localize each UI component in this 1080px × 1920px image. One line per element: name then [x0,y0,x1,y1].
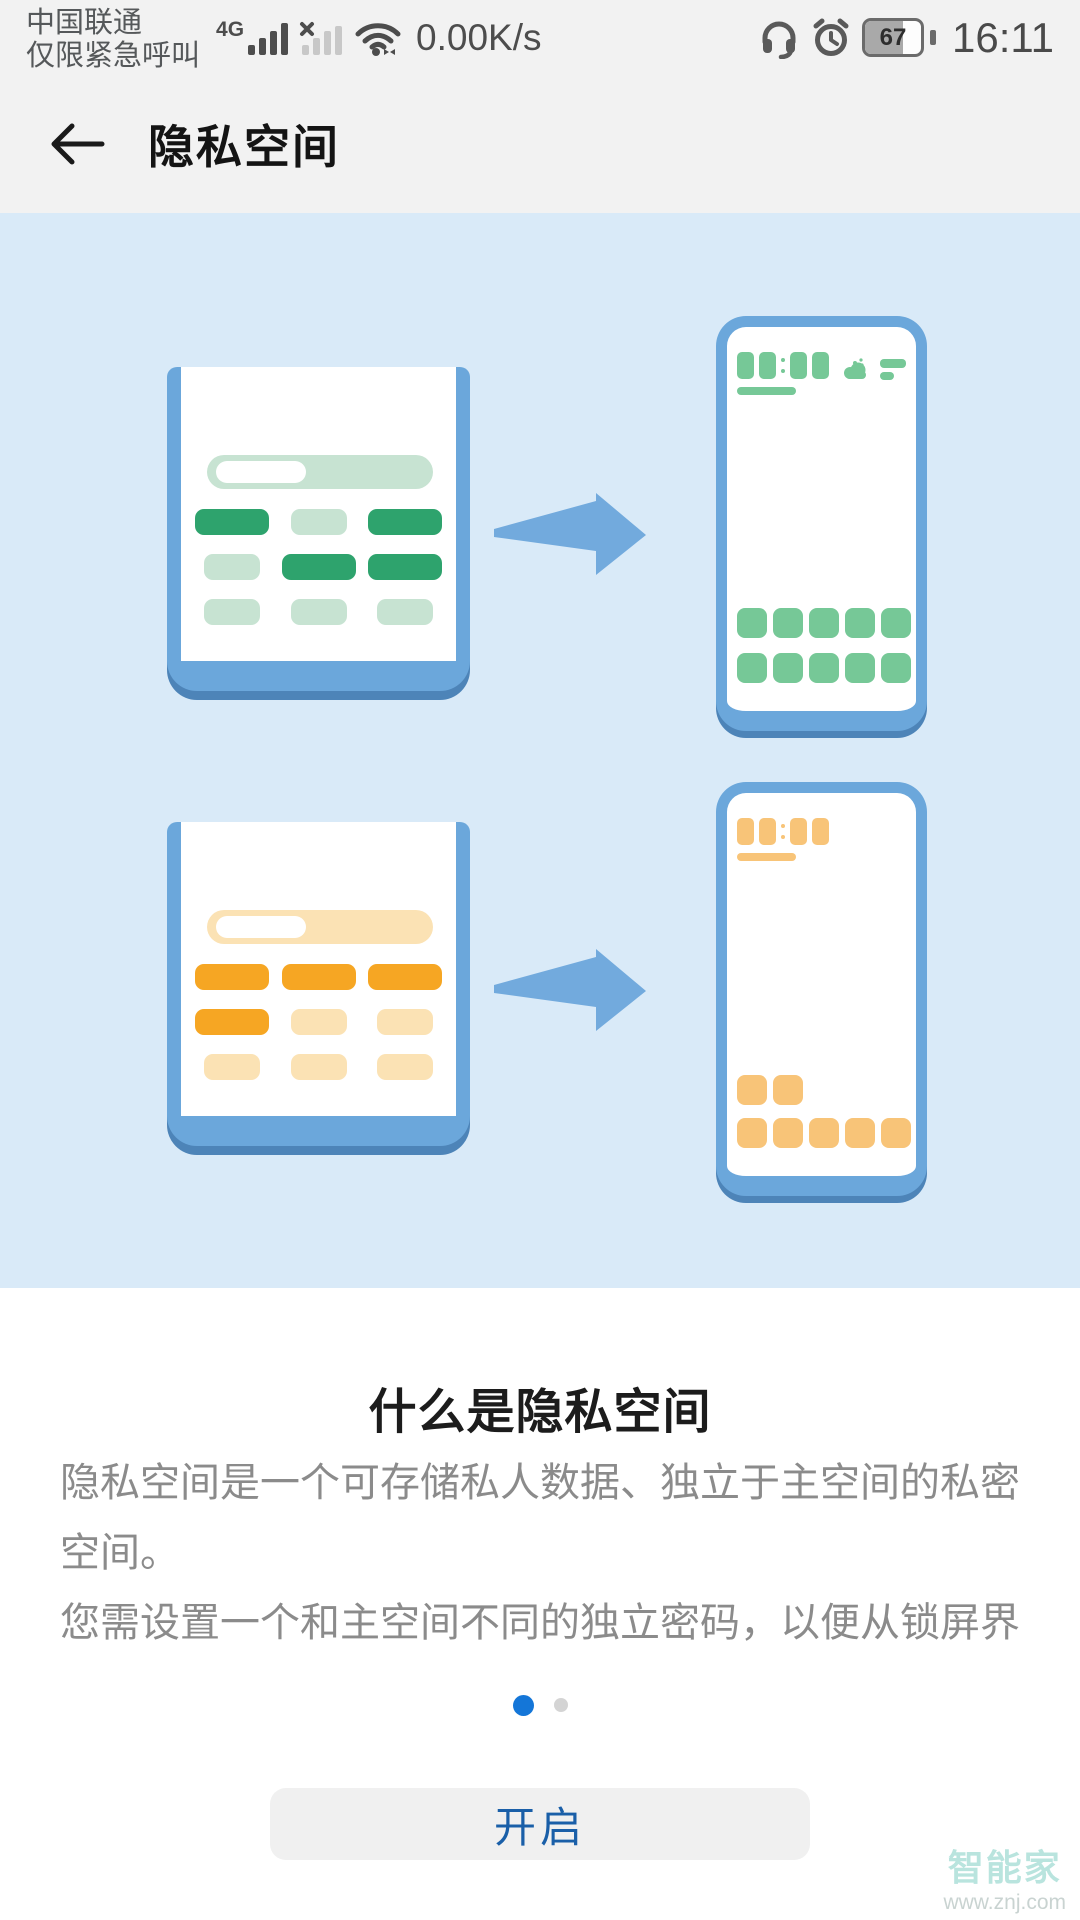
block [377,1054,433,1080]
result-phone-orange [716,782,927,1196]
weather-bar [880,359,906,368]
main-space-phone-card-green [167,367,470,691]
content-blocks [195,509,442,644]
private-space-screen [181,822,456,1116]
block [368,509,442,535]
date-bar-graphic [737,387,796,395]
clock-digit [737,818,754,845]
watermark: 智能家 www.znj.com [943,1847,1066,1914]
clock-widget-graphic [737,352,829,395]
clock-digit [790,352,807,379]
clock-colon [781,824,785,839]
arrow-right-icon [494,493,646,575]
battery-icon: 67 [862,18,924,57]
clock-digit [812,818,829,845]
intro-description: 隐私空间是一个可存储私人数据、独立于主空间的私密空间。 您需设置一个和主空间不同… [0,1448,1080,1658]
battery-percent-text: 67 [879,23,907,51]
page-title: 隐私空间 [148,121,340,173]
block [377,1009,433,1035]
block [281,964,356,990]
carrier-status: 仅限紧急呼叫 [26,39,201,72]
status-time: 16:11 [952,13,1054,61]
watermark-site: www.znj.com [943,1891,1066,1914]
search-bar-thumb [216,916,306,938]
block [204,1054,260,1080]
carrier-block: 中国联通 仅限紧急呼叫 [26,7,200,73]
result-screen-green [727,327,916,711]
clock-digit [790,818,807,845]
block [204,554,260,580]
wifi-icon [355,22,401,56]
app-icon-row [737,653,913,683]
block [377,599,433,625]
page-indicator [0,1692,1080,1718]
app-icon-row [737,1118,913,1148]
clock-digit [812,352,829,379]
cloud-icon [844,358,866,379]
battery-fill-level [865,21,903,54]
page-dot-active[interactable] [512,1694,534,1716]
signal-strength-icon [248,22,289,55]
search-bar-graphic [207,910,433,944]
headset-icon [762,21,796,59]
intro-paragraph-1: 隐私空间是一个可存储私人数据、独立于主空间的私密空间。 [60,1461,1020,1575]
weather-bar [880,372,894,380]
private-space-phone-card-orange [167,822,470,1146]
clock-widget-graphic [737,818,829,861]
main-space-screen [181,367,456,661]
enable-button[interactable]: 开启 [270,1788,810,1860]
carrier-name: 中国联通 [26,6,143,39]
block [368,554,442,580]
block [204,599,260,625]
clock-digit [737,352,754,379]
intro-heading: 什么是隐私空间 [368,1386,712,1439]
block [290,1054,347,1080]
battery-nub [930,30,936,45]
app-header: 隐私空间 [0,75,1080,213]
back-arrow-icon[interactable] [48,121,106,167]
block [195,1009,269,1035]
arrow-right-icon [494,949,646,1031]
content-blocks [195,964,442,1099]
block [281,554,356,580]
block [290,1009,347,1035]
network-type-badge: 4G [216,17,245,41]
app-icon-row [737,1075,913,1105]
weather-widget-graphic [842,357,906,381]
network-speed: 0.00K/s [416,16,542,58]
private-space-illustration [0,213,1080,1288]
result-screen-orange [727,793,916,1176]
block [368,964,442,990]
signal-no-service-icon [300,21,343,55]
app-icon-row [737,608,913,638]
block [195,964,269,990]
search-bar-thumb [216,461,306,483]
clock-colon [781,358,785,373]
watermark-brand: 智能家 [947,1847,1062,1888]
date-bar-graphic [737,853,796,861]
block [195,509,269,535]
intro-paragraph-2: 您需设置一个和主空间不同的独立密码，以便从锁屏界 [60,1601,1020,1645]
search-bar-graphic [207,455,433,489]
clock-digit [759,818,776,845]
block [290,509,347,535]
alarm-clock-icon [813,18,849,56]
status-bar: 中国联通 仅限紧急呼叫 4G 0.00K/s [0,0,1080,75]
result-phone-green [716,316,927,731]
clock-digit [759,352,776,379]
page-dot-inactive[interactable] [553,1698,568,1712]
block [290,599,347,625]
